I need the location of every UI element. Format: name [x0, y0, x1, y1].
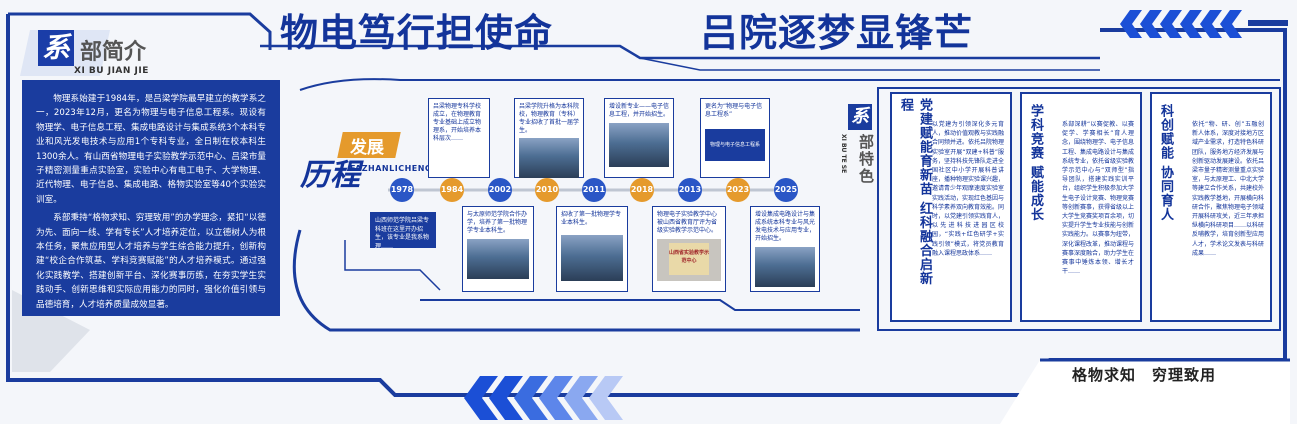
- feature-column-title: 党建赋能育新苗 红科融合启新程: [898, 98, 932, 286]
- history-pinyin: FAZHANLICHENG: [350, 164, 432, 173]
- feature-column-text: 系部深耕“以赛促教、以赛促学、学赛相长”育人理念，围绕物理学、电子信息工程、集成…: [1062, 121, 1134, 276]
- intro-panel: 物理系始建于1984年，是吕梁学院最早建立的教学系之一，2023年12月，更名为…: [22, 80, 280, 316]
- timeline-note: 与太原师范学院合作办学，培养了第一批物理学专业本科生。: [467, 211, 528, 234]
- group-photo: [609, 123, 669, 167]
- year-dot: 1984: [440, 178, 464, 202]
- year-dot: 2011: [582, 178, 606, 202]
- feature-column: [890, 92, 1012, 322]
- feature-badge: 系: [848, 104, 872, 130]
- timeline-card-top: 吕梁物理专科学校成立，在物理教育专业基础上成立物理系，开始培养本科层次……: [428, 98, 490, 178]
- timeline-note: 吕梁物理专科学校成立，在物理教育专业基础上成立物理系，开始培养本科层次……: [433, 103, 482, 142]
- feature-column: [1020, 92, 1142, 322]
- year-dot: 2002: [488, 178, 512, 202]
- group-photo: [467, 239, 529, 279]
- intro-paragraph: 物理系始建于1984年，是吕梁学院最早建立的教学系之一，2023年12月，更名为…: [36, 94, 266, 205]
- timeline-note-bottom: 山西师范学院吕梁专科班在这里开办招生，该专业是我系物理……: [370, 212, 436, 250]
- timeline-note: 增设集成电路设计与集成系统本科专业与风光发电技术与应用专业，开始招生。: [755, 211, 816, 242]
- plaque-photo: 山西省实验教学示范中心: [657, 239, 721, 281]
- timeline-card-top: 吕梁学院升格为本科院校，物理教育（专科）专业招收了首批一届学生。: [514, 98, 584, 178]
- timeline-note: 招收了第一批物理学专业本科生。: [561, 211, 622, 226]
- feature-column-title: 学科竞赛 赋能成长: [1028, 104, 1043, 222]
- header-title-left: 物电笃行担使命: [280, 11, 554, 55]
- year-dot: 2010: [535, 178, 559, 202]
- footer-motto: 格物求知 穷理致用: [1072, 366, 1217, 384]
- year-dot: 2018: [630, 178, 654, 202]
- feature-column: [1150, 92, 1272, 322]
- group-photo: [755, 247, 815, 287]
- year-dot: 1978: [390, 178, 414, 202]
- group-photo: [561, 235, 623, 281]
- feature-column-text: 以党建为引领深化多元育人，推动价值观教与实践融合同频并进。依托吕院物理实验室开展…: [932, 121, 1004, 257]
- year-dot: 2025: [774, 178, 798, 202]
- department-sign: 物理与电子信息工程系: [705, 129, 765, 161]
- timeline-note: 物理电子实验教学中心被山西省教育厅评为省级实验教学示范中心。: [657, 211, 718, 234]
- header-title-right: 吕院逐梦显锋芒: [700, 11, 974, 55]
- intro-pinyin: XI BU JIAN JIE: [74, 66, 149, 76]
- intro-title: 部简介: [80, 40, 147, 65]
- year-dot: 2023: [726, 178, 750, 202]
- feature-column-text: 依托“物、研、创”五融创新人体系，深度对接地方区域产业需求，打造特色科研团队，服…: [1192, 121, 1264, 257]
- timeline-note: 更名为“物理与电子信息工程系”: [705, 103, 763, 118]
- intro-badge: 系: [38, 30, 74, 66]
- feature-title: 部特色: [857, 134, 875, 185]
- timeline-card-bottom: 与太原师范学院合作办学，培养了第一批物理学专业本科生。: [462, 206, 534, 292]
- intro-paragraph: 系部秉持“格物求知、穷理致用”的办学理念，紧扣“以德为先、面向一线、学有专长”人…: [36, 213, 266, 310]
- feature-pinyin: XI BU TE SE: [840, 134, 847, 174]
- timeline-note: 增设新专业——电子信息工程，并开始招生。: [609, 103, 670, 118]
- timeline-card-top: 增设新专业——电子信息工程，并开始招生。: [604, 98, 674, 178]
- year-dot: 2013: [678, 178, 702, 202]
- timeline-card-top: 更名为“物理与电子信息工程系” 物理与电子信息工程系: [700, 98, 770, 178]
- timeline-card-bottom: 招收了第一批物理学专业本科生。: [556, 206, 628, 292]
- plaque: 山西省实验教学示范中心: [669, 243, 709, 275]
- history-title: 历程: [300, 158, 360, 193]
- history-badge: 发展: [350, 138, 384, 158]
- timeline-card-bottom: 增设集成电路设计与集成系统本科专业与风光发电技术与应用专业，开始招生。: [750, 206, 820, 292]
- group-photo: [519, 138, 579, 178]
- timeline-note: 吕梁学院升格为本科院校，物理教育（专科）专业招收了首批一届学生。: [519, 103, 580, 134]
- timeline-card-bottom: 物理电子实验教学中心被山西省教育厅评为省级实验教学示范中心。 山西省实验教学示范…: [652, 206, 726, 292]
- feature-column-title: 科创赋能 协同育人: [1158, 104, 1173, 222]
